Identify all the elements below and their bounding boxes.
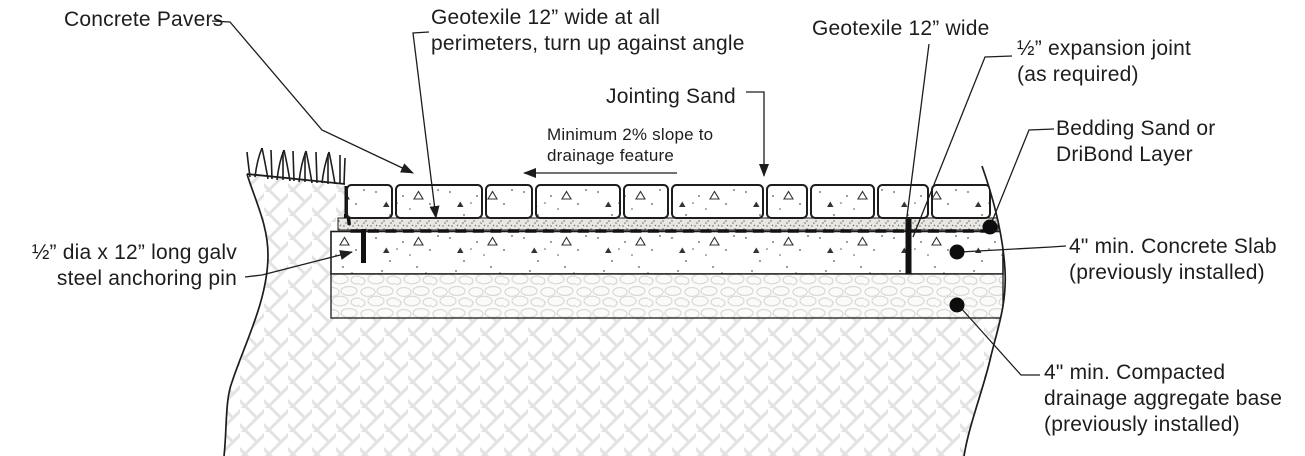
geotextile-wide-label: Geotexile 12” wide: [812, 17, 990, 40]
concrete-slab-label: 4" min. Concrete Slab (previously instal…: [1069, 235, 1277, 284]
concrete-slab-layer: [330, 230, 1004, 275]
aggregate-base-layer: [330, 273, 1004, 319]
anchoring-pin-label: ½” dia x 12” long galv steel anchoring p…: [31, 241, 237, 290]
aggregate-base-label: 4" min. Compacted drainage aggregate bas…: [1044, 361, 1283, 436]
grass-tuft: [246, 147, 346, 185]
slope-note-label: Minimum 2% slope to drainage feature: [547, 125, 714, 165]
bedding-sand-dot: [982, 219, 998, 235]
concrete-pavers-label: Concrete Pavers: [64, 8, 224, 31]
left-break-line: [223, 173, 269, 456]
expansion-joint-label: ½” expansion joint (as required): [1017, 37, 1192, 86]
expansion-joint-leader: [912, 55, 1013, 238]
concrete-pavers-row: [346, 184, 991, 219]
leader-lines: [211, 20, 1067, 376]
bedding-sand-layer: [337, 217, 999, 231]
subgrade-soil: [224, 174, 1003, 456]
geotextile-wide-leader: [905, 43, 930, 225]
geotextile-dashed-line: [346, 213, 996, 233]
right-break-line: [963, 165, 1007, 456]
aggregate-base-dot: [949, 297, 965, 313]
anchoring-pin: [361, 229, 366, 263]
bedding-sand-leader: [990, 128, 1055, 225]
concrete-slab-leader: [959, 245, 1067, 253]
aggregate-base-leader: [959, 306, 1040, 376]
jointing-sand-label: Jointing Sand: [606, 85, 736, 108]
expansion-joint-bar: [905, 219, 912, 274]
geotextile-perimeter-label: Geotexile 12” wide at all perimeters, tu…: [431, 6, 745, 55]
concrete-slab-dot: [949, 244, 965, 260]
jointing-sand-leader: [746, 91, 769, 177]
right-break-mask: [964, 160, 1305, 456]
anchoring-pin-leader: [244, 250, 353, 278]
geotextile-perimeter-leader: [412, 31, 440, 219]
leader-dots: [949, 219, 998, 313]
concrete-pavers-leader: [211, 20, 414, 174]
bedding-sand-label: Bedding Sand or DriBond Layer: [1056, 117, 1216, 166]
